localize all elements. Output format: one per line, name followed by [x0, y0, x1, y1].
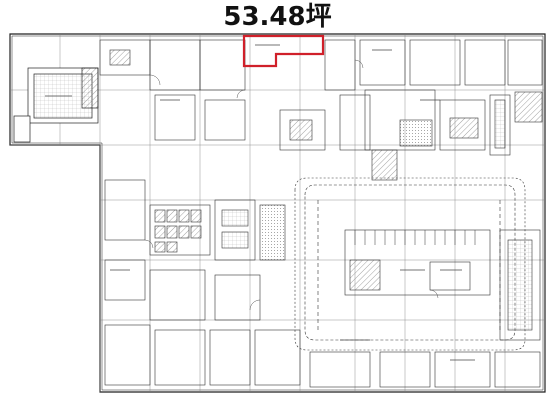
- core-rooms: [154, 89, 511, 181]
- lower-rooms: [104, 229, 541, 388]
- stair-block-left: [13, 67, 99, 143]
- west-cores: [104, 179, 286, 321]
- parking-area: [294, 177, 526, 351]
- area-title: 53.48坪: [223, 2, 332, 32]
- upper-rooms: [99, 39, 543, 123]
- highlighted-unit: [242, 34, 325, 68]
- floor-plan: [9, 33, 546, 393]
- room-label-marks: [45, 44, 475, 361]
- door-swings: [144, 59, 439, 311]
